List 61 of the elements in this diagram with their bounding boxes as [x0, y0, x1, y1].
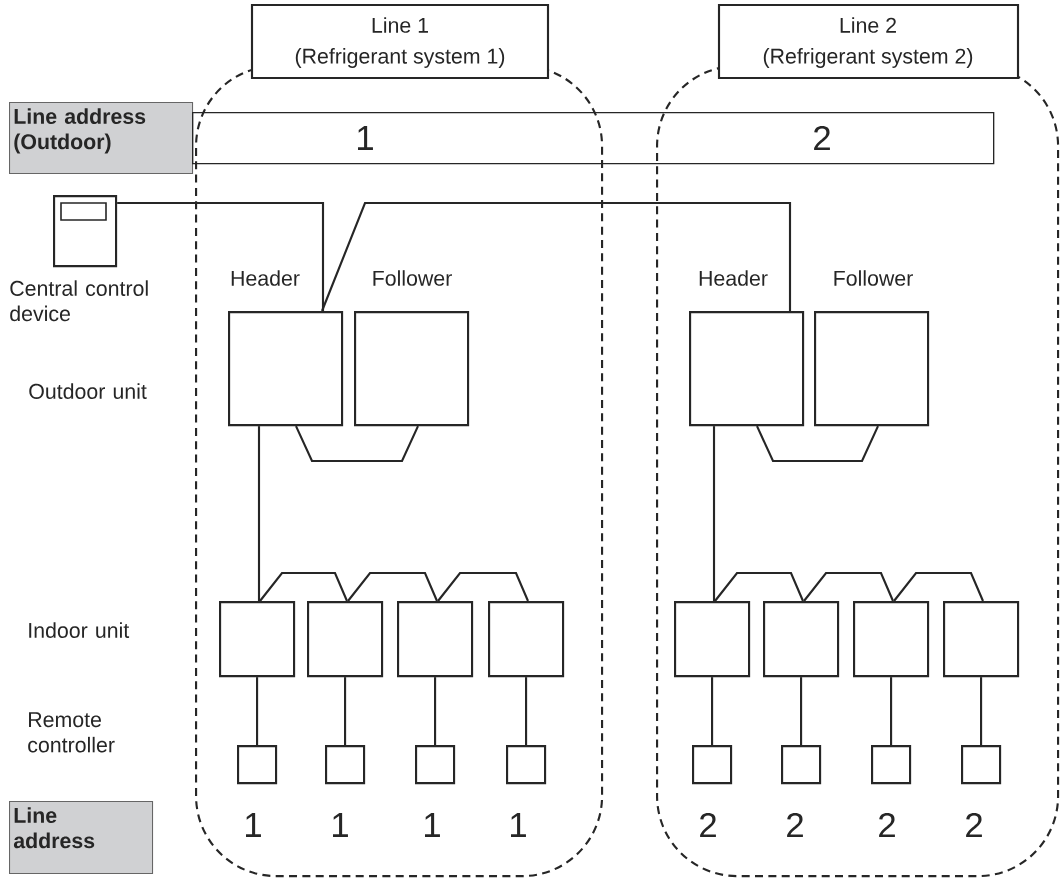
indoor-unit-box [307, 601, 384, 678]
indoor-unit-box [674, 601, 751, 678]
node-label: Follower [834, 270, 913, 286]
connection-line [257, 426, 261, 601]
address-number: 1 [246, 813, 261, 837]
row-label: Indoor unit [29, 622, 130, 638]
indoor-unit-box [488, 601, 565, 678]
outdoor-unit-box: Follower [814, 270, 930, 427]
node-label: Follower [373, 270, 452, 286]
connection-line [712, 426, 716, 601]
connection-line [434, 677, 437, 745]
remote-controller-box [237, 745, 278, 785]
address-band: 1 2 [192, 112, 995, 165]
address-number: 2 [787, 812, 803, 838]
remote-controller-box [871, 745, 912, 785]
connection-line [295, 425, 419, 463]
connection-line [117, 201, 325, 311]
heading-box: Line 1 (Refrigerant system 1) [250, 3, 550, 80]
connection-line [803, 571, 894, 602]
node-label: Header [699, 270, 768, 286]
connection-line [437, 571, 529, 602]
node-label: Header [231, 270, 300, 286]
indoor-unit-box [853, 601, 930, 678]
indoor-unit-box [219, 601, 296, 678]
address-number: 1 [425, 813, 440, 837]
address-number: 1 [333, 813, 348, 837]
row-label: Remote controller [28, 712, 115, 753]
remote-controller-box [781, 745, 822, 785]
connection-line [800, 677, 803, 745]
row-label: Outdoor unit [29, 383, 147, 399]
remote-controller-box [415, 745, 456, 785]
device-label: Central control device [10, 280, 148, 322]
address-label: Line address [9, 801, 154, 875]
address-number: 2 [700, 812, 716, 838]
address-label: Line address (Outdoor) [9, 102, 194, 175]
remote-controller-box [325, 745, 366, 785]
indoor-unit-box [943, 601, 1020, 678]
connection-line [890, 677, 893, 745]
remote-controller-box [692, 745, 733, 785]
connection-line [756, 425, 879, 463]
connection-line [711, 677, 714, 745]
outdoor-unit-box: Follower [354, 270, 470, 427]
connection-line [893, 571, 984, 602]
connection-line [344, 677, 347, 745]
outdoor-unit-box: Header [689, 270, 805, 427]
outdoor-unit-box: Header [228, 270, 344, 427]
address-number: 2 [966, 812, 982, 838]
connection-line [347, 571, 438, 602]
connection-line [714, 571, 804, 602]
connection-line [980, 677, 983, 745]
address-number: 1 [511, 813, 526, 837]
remote-controller-box [506, 745, 547, 785]
heading-box: Line 2 (Refrigerant system 2) [717, 3, 1020, 80]
address-number: 2 [879, 812, 895, 838]
connection-line [321, 201, 792, 312]
connection-line [525, 677, 528, 745]
remote-controller-box [961, 745, 1002, 785]
indoor-unit-box [397, 601, 474, 678]
connection-line [256, 677, 259, 745]
indoor-unit-box [763, 601, 840, 678]
connection-line [259, 571, 348, 602]
